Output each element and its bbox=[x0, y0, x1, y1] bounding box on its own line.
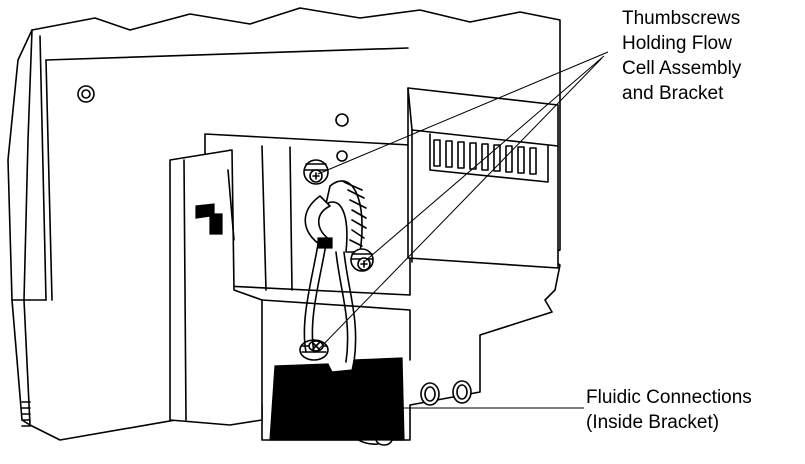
fluidic-fitting-icons bbox=[420, 380, 472, 406]
thumbscrews-callout-line-4: and Bracket bbox=[622, 83, 724, 104]
thumbscrews-callout-line-1: Thumbscrews bbox=[622, 8, 741, 29]
thumbscrews-callout-line-3: Cell Assembly bbox=[622, 58, 742, 79]
thumbscrews-callout: Thumbscrews Holding Flow Cell Assembly a… bbox=[622, 6, 741, 106]
fluidic-callout-line-1: Fluidic Connections bbox=[586, 387, 752, 408]
thumbscrews-callout-line-2: Holding Flow bbox=[622, 33, 732, 54]
fluidic-connections-callout: Fluidic Connections (Inside Bracket) bbox=[586, 385, 752, 435]
side-door bbox=[169, 149, 263, 426]
thumbscrew-upper-icon bbox=[303, 159, 329, 185]
thumbscrew-leader-lines bbox=[317, 51, 609, 351]
fluidic-callout-line-2: (Inside Bracket) bbox=[586, 412, 720, 433]
thumbscrew-middle-icon bbox=[350, 248, 374, 272]
door-latch-icon bbox=[195, 203, 223, 235]
vent-slots bbox=[433, 139, 537, 175]
flow-cell-assembly bbox=[304, 180, 367, 253]
vent-cover bbox=[407, 87, 559, 269]
fluidic-bracket bbox=[261, 299, 411, 441]
